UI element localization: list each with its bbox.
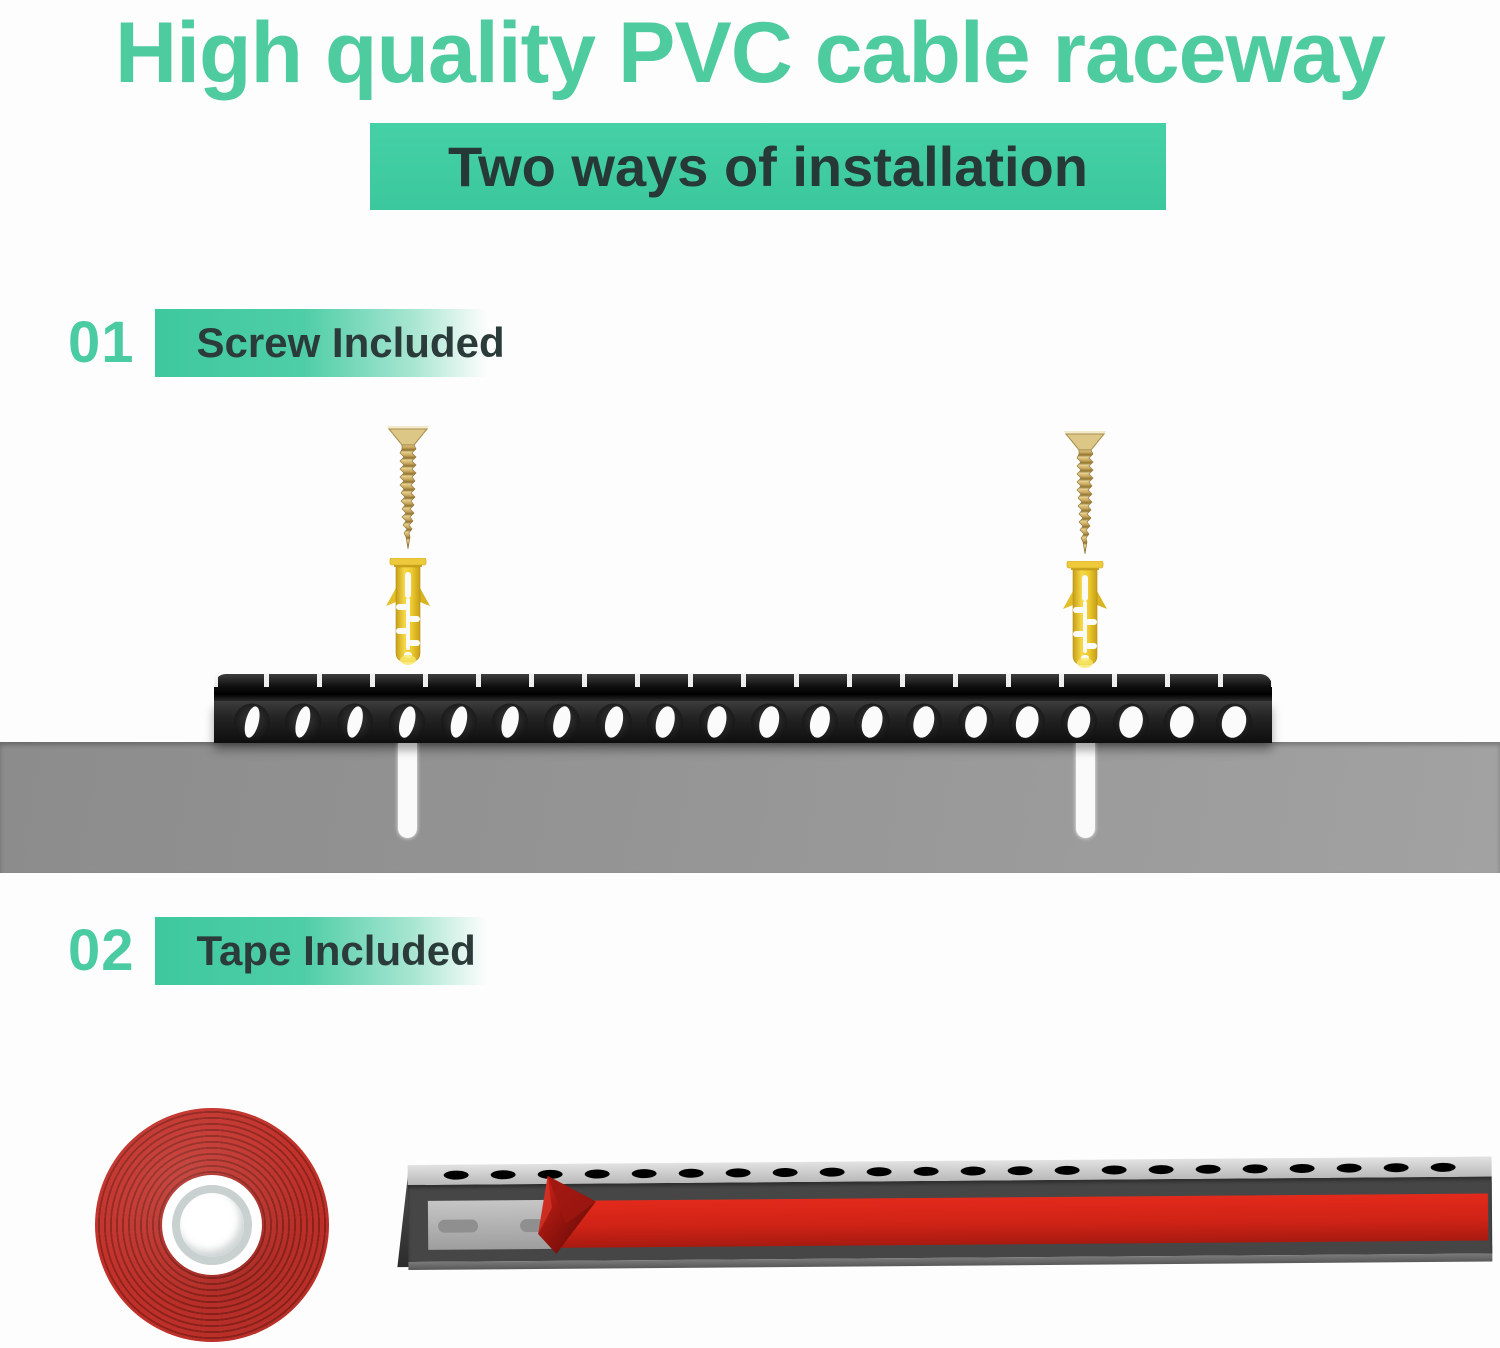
drill-hole-right	[1076, 742, 1095, 838]
section-02-number: 02	[68, 918, 135, 983]
raceway-holes	[214, 701, 1272, 743]
raceway-hole	[389, 702, 425, 742]
section-02-badge: Tape Included	[154, 917, 487, 985]
raceway-back-hole	[1148, 1164, 1174, 1174]
screw-icon-left	[387, 426, 429, 550]
subtitle-banner: Two ways of installation	[370, 123, 1166, 210]
raceway-hole	[234, 702, 270, 742]
raceway-back-hole	[1289, 1163, 1315, 1173]
raceway-hole	[285, 702, 321, 742]
panel-slot-left	[438, 1219, 479, 1233]
raceway-hole	[337, 702, 373, 742]
raceway-clip-rail	[214, 674, 1272, 701]
raceway-hole	[1164, 702, 1200, 742]
raceway-hole	[647, 702, 683, 742]
cable-raceway-tape-mount	[397, 1156, 1493, 1270]
raceway-back-hole	[1430, 1162, 1456, 1172]
raceway-hole	[544, 702, 580, 742]
raceway-back-hole	[960, 1165, 986, 1176]
subtitle-text: Two ways of installation	[448, 135, 1088, 198]
tape-peel-corner-icon	[538, 1175, 596, 1254]
tape-roll-core	[162, 1175, 262, 1275]
raceway-back-hole	[1336, 1163, 1362, 1173]
adhesive-tape-roll	[95, 1108, 329, 1342]
raceway-hole	[1061, 702, 1097, 742]
raceway-back-hole	[866, 1166, 892, 1176]
raceway-back-hole	[772, 1167, 798, 1177]
raceway-back-hole	[443, 1170, 469, 1180]
raceway-back-hole	[819, 1167, 845, 1177]
raceway-hole	[906, 702, 942, 742]
raceway-hole	[958, 702, 994, 742]
raceway-hole	[1216, 702, 1252, 742]
raceway-hole	[441, 702, 477, 742]
raceway-back-hole	[490, 1169, 516, 1179]
raceway-hole	[802, 702, 838, 742]
raceway-hole	[751, 702, 787, 742]
screw-icon-right	[1064, 431, 1106, 555]
wall-anchor-icon-left	[386, 558, 430, 665]
wall-anchor-icon-right	[1063, 561, 1107, 668]
raceway-hole	[596, 702, 632, 742]
raceway-back-hole	[1242, 1163, 1268, 1173]
section-02-header: 02 Tape Included	[68, 917, 487, 985]
section-01-header: 01 Screw Included	[68, 309, 505, 377]
raceway-back-hole	[631, 1168, 657, 1178]
raceway-back-hole	[1101, 1164, 1127, 1175]
tape-roll-hole	[172, 1185, 252, 1265]
adhesive-tape-strip	[553, 1193, 1489, 1248]
raceway-back-hole	[1054, 1165, 1080, 1175]
raceway-hole	[1009, 702, 1045, 742]
cable-raceway-screw-mount	[214, 674, 1272, 743]
raceway-back-hole	[1383, 1162, 1409, 1172]
wall-strip	[0, 742, 1500, 873]
raceway-hole	[854, 702, 890, 742]
section-01-badge: Screw Included	[154, 309, 505, 377]
raceway-back-hole	[913, 1166, 939, 1176]
raceway-hole	[699, 702, 735, 742]
raceway-back-hole	[1007, 1165, 1033, 1175]
raceway-hole	[492, 702, 528, 742]
drill-hole-left	[398, 742, 417, 838]
raceway-hole	[1113, 702, 1149, 742]
raceway-back-hole	[678, 1168, 704, 1178]
section-01-number: 01	[68, 310, 135, 375]
page-title: High quality PVC cable raceway	[114, 5, 1386, 101]
raceway-back-hole	[725, 1167, 751, 1178]
raceway-back-hole	[1195, 1164, 1221, 1174]
